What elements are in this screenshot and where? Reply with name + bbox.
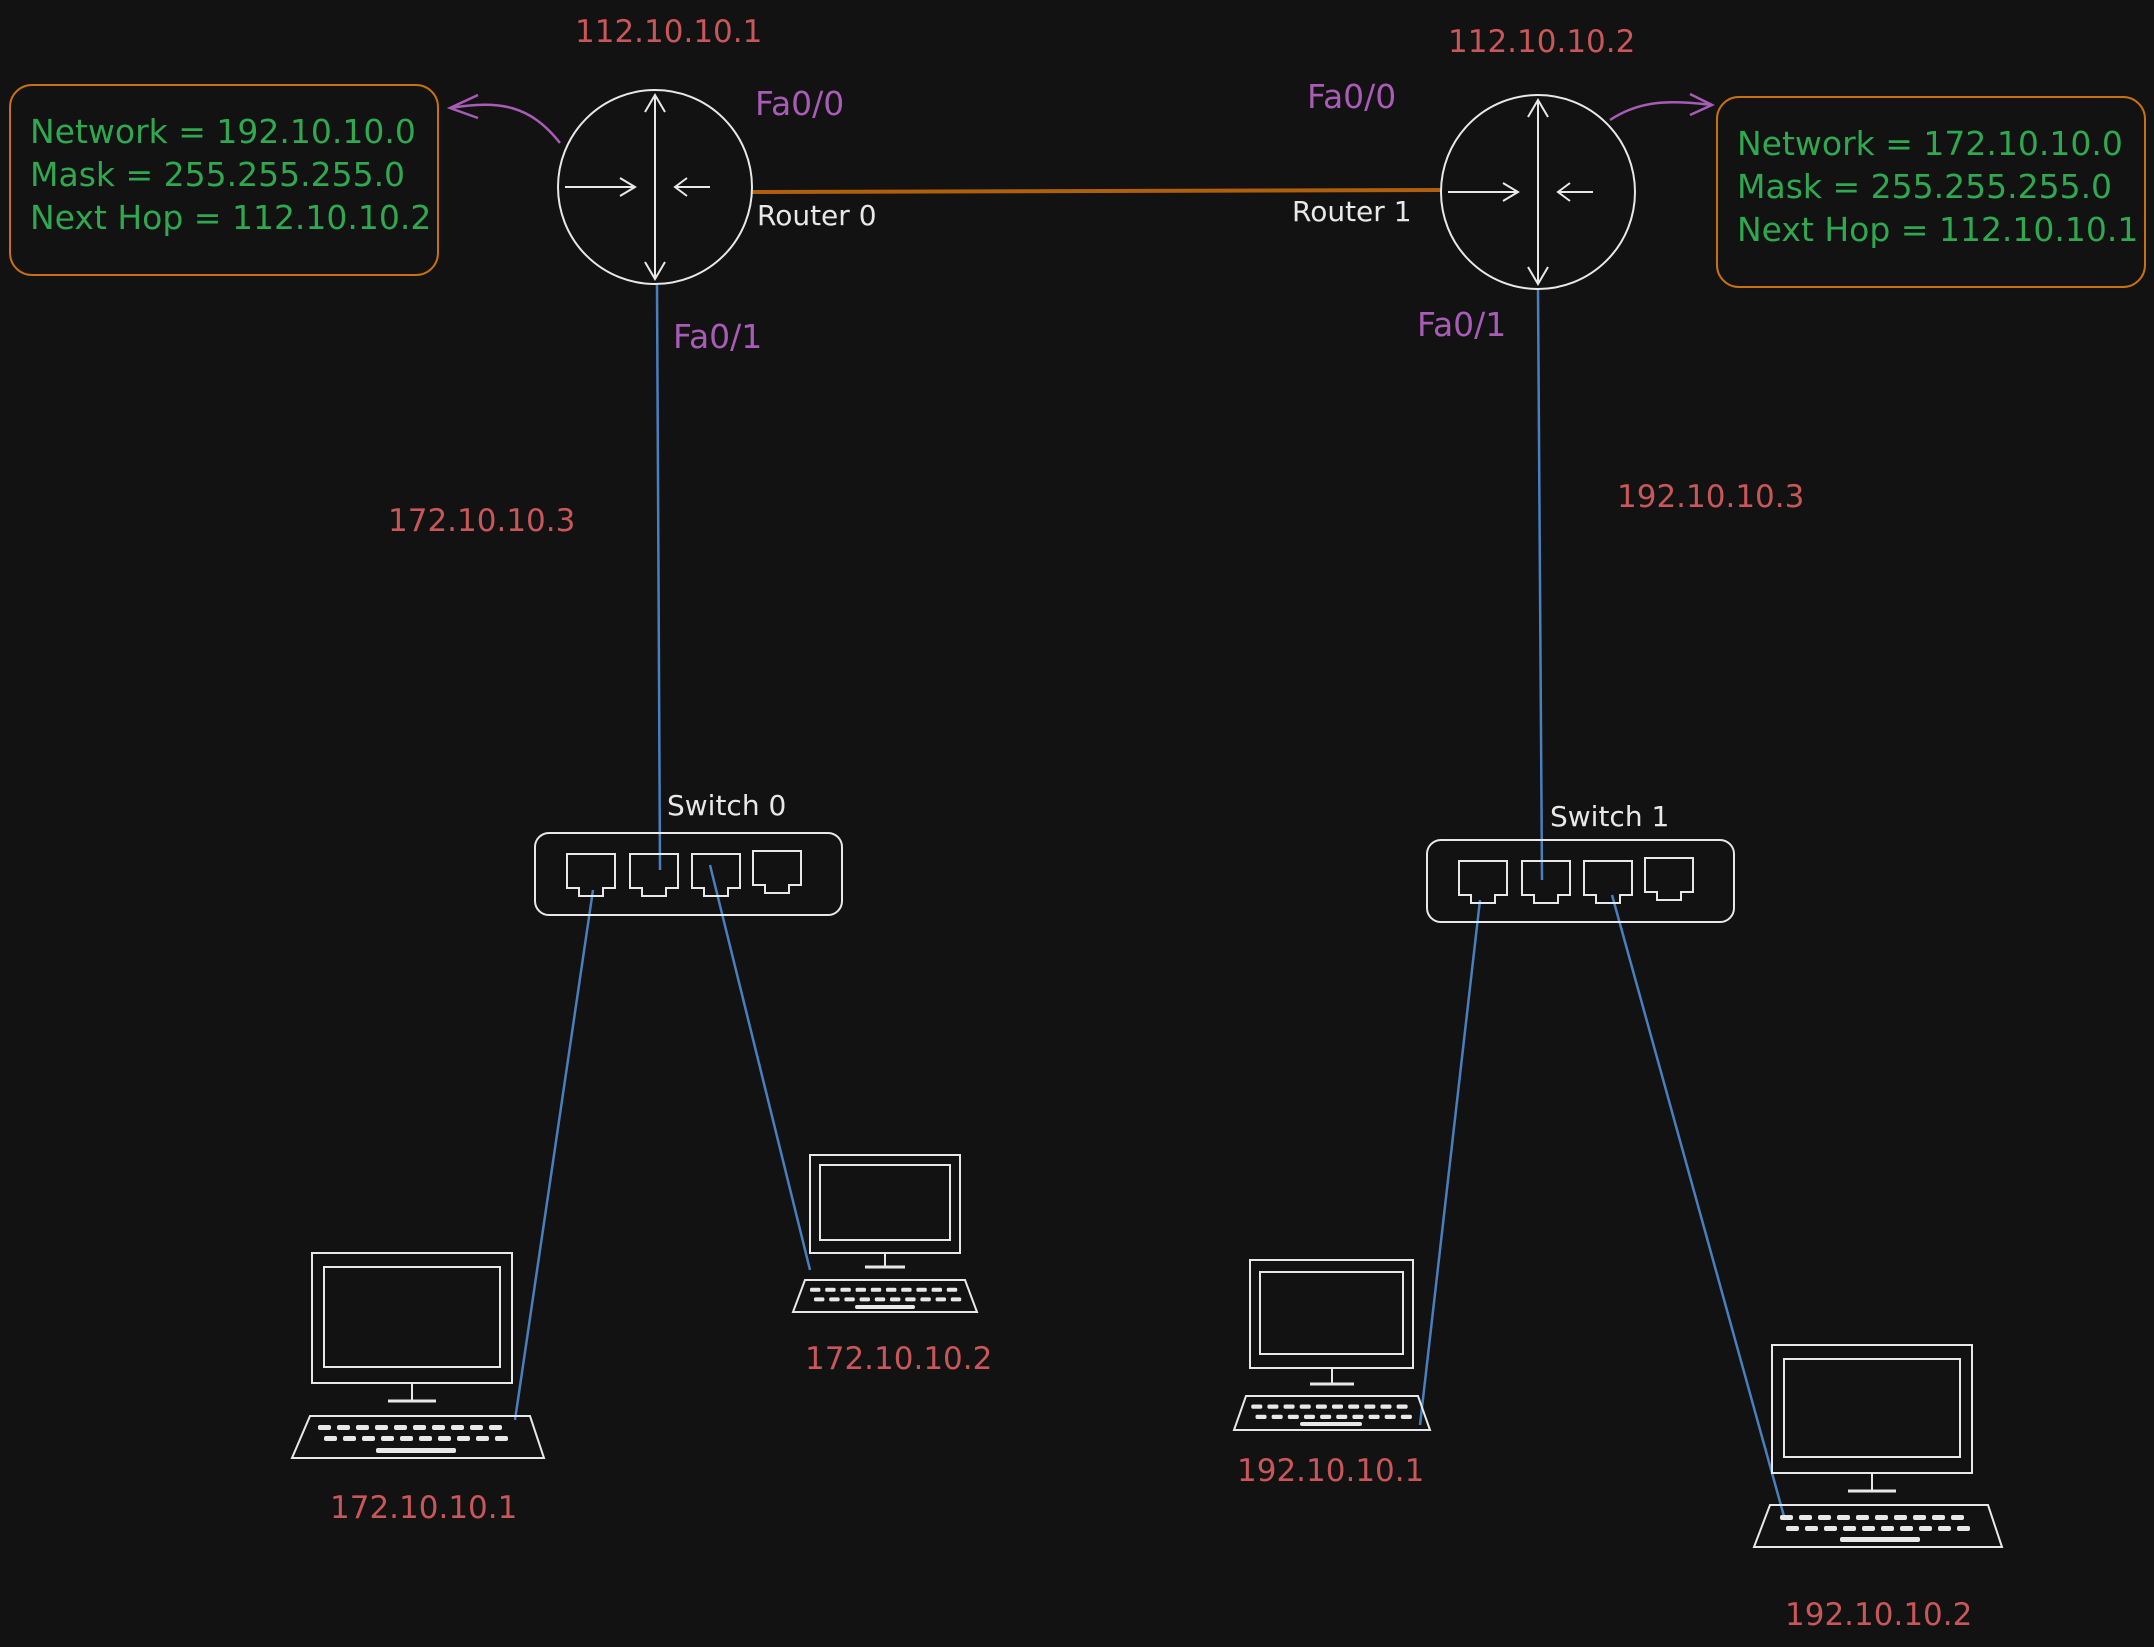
host1-ip: 172.10.10.1 <box>330 1490 517 1526</box>
route-arrow-0 <box>449 103 561 144</box>
host4-ip: 192.10.10.2 <box>1785 1597 1972 1633</box>
router1-name: Router 1 <box>1292 195 1412 228</box>
router1-port-wan: Fa0/0 <box>1307 77 1396 116</box>
host-pc-1[interactable] <box>290 1252 546 1459</box>
switch-0[interactable] <box>534 832 843 916</box>
host3-ip: 192.10.10.1 <box>1237 1453 1424 1489</box>
router0-port-lan: Fa0/1 <box>673 317 762 356</box>
route-box-0 <box>9 84 439 276</box>
lan-links <box>513 284 1787 1521</box>
host-pc-3[interactable] <box>1232 1259 1432 1431</box>
route1-network: Network = 172.10.10.0 <box>1737 124 2123 163</box>
switch-1[interactable] <box>1426 839 1735 923</box>
route-arrow-0-head <box>446 93 479 120</box>
route0-network: Network = 192.10.10.0 <box>30 112 416 151</box>
host2-ip: 172.10.10.2 <box>805 1341 992 1377</box>
route0-mask: Mask = 255.255.255.0 <box>30 155 405 194</box>
router0-lan-ip: 172.10.10.3 <box>388 503 575 539</box>
host-pc-4[interactable] <box>1752 1344 2004 1548</box>
router0-wan-ip: 112.10.10.1 <box>575 14 762 50</box>
router-0[interactable] <box>557 89 753 285</box>
route1-next-hop: Next Hop = 112.10.10.1 <box>1737 210 2138 249</box>
router1-lan-ip: 192.10.10.3 <box>1617 479 1804 515</box>
route-arrow-1-head <box>1689 92 1715 117</box>
router-1[interactable] <box>1440 94 1636 290</box>
switch1-name: Switch 1 <box>1550 800 1669 833</box>
router1-wan-ip: 112.10.10.2 <box>1448 24 1635 60</box>
route1-mask: Mask = 255.255.255.0 <box>1737 167 2112 206</box>
route-arrow-1 <box>1609 101 1713 122</box>
switch0-name: Switch 0 <box>667 789 786 822</box>
router1-port-lan: Fa0/1 <box>1417 305 1506 344</box>
route0-next-hop: Next Hop = 112.10.10.2 <box>30 198 431 237</box>
router0-port-wan: Fa0/0 <box>755 84 844 123</box>
wan-link <box>751 188 1443 194</box>
host-pc-2[interactable] <box>791 1154 979 1313</box>
route-box-1 <box>1716 96 2146 288</box>
router0-name: Router 0 <box>757 199 877 232</box>
